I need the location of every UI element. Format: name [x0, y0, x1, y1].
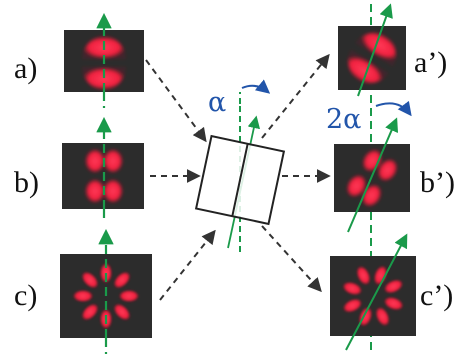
label-a: a): [14, 52, 37, 85]
arrow-c-to-prism: [159, 229, 216, 301]
mode-panel-a-prime: [338, 3, 406, 97]
mode-panel-b: [62, 116, 144, 222]
alpha-label: α: [208, 87, 226, 118]
arrow-prism-to-c-prime: [261, 225, 322, 293]
arrow-a-to-prism: [145, 59, 207, 143]
mode-panel-a: [64, 12, 144, 108]
mode-panel-c: [60, 228, 152, 354]
mode-panel-b-prime: [334, 100, 412, 233]
arrow-prism-to-a-prime: [261, 53, 330, 139]
two-alpha-label: 2α: [326, 104, 361, 135]
mode-panel-c-prime: [330, 233, 416, 351]
label-a-prime: a’): [414, 46, 447, 79]
label-b: b): [14, 166, 39, 199]
label-c: c): [14, 279, 37, 312]
label-c-prime: c’): [420, 279, 453, 312]
label-b-prime: b’): [420, 166, 455, 199]
dove-prism: [194, 79, 286, 252]
